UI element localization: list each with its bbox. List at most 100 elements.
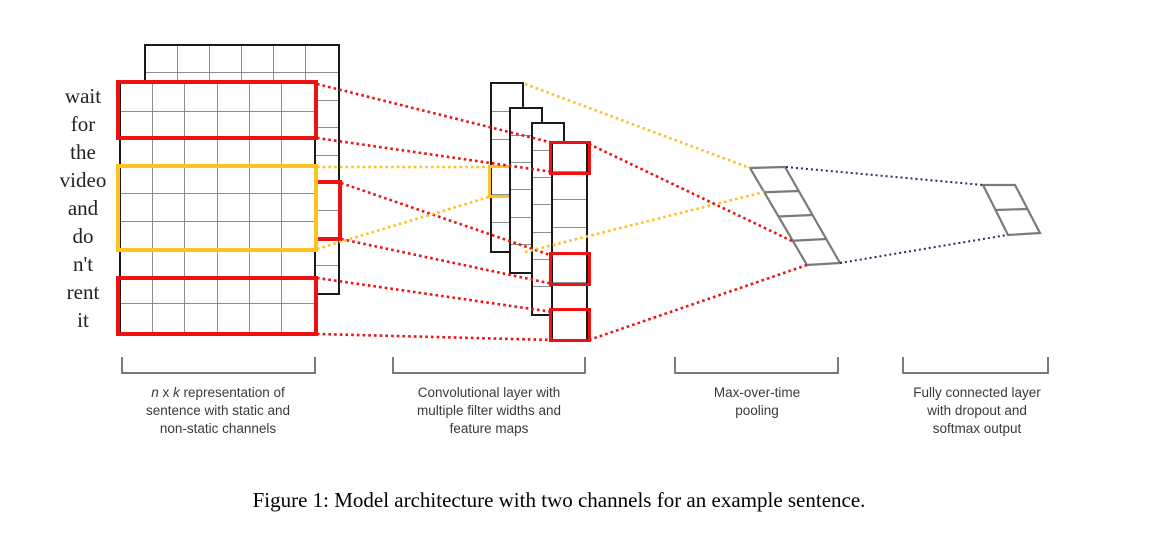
grid-cell	[121, 84, 154, 112]
section-bracket	[674, 357, 839, 374]
feature-map-cell	[533, 151, 563, 179]
grid-cell	[217, 166, 250, 195]
grid-cell	[121, 194, 154, 222]
grid-cell	[249, 84, 282, 112]
grid-cell	[249, 194, 282, 222]
feature-map-cell	[553, 283, 586, 312]
blue-connection-line	[839, 234, 1008, 264]
grid-cell	[249, 139, 282, 167]
feature-map-highlight-cell	[548, 141, 591, 175]
layer-label-line: n x k representation of	[151, 385, 285, 400]
blue-connection-line	[785, 166, 984, 186]
grid-cell	[250, 304, 282, 332]
grid-cell	[153, 139, 186, 167]
grid-cell	[153, 194, 186, 222]
red-connection-line	[316, 276, 554, 314]
layer-label-line: softmax output	[932, 421, 1022, 436]
grid-cell	[153, 249, 186, 277]
grid-cell	[185, 276, 218, 305]
grid-cell	[281, 249, 314, 277]
layer-label-line: with dropout and	[927, 403, 1027, 418]
grid-cell	[249, 276, 282, 305]
output-parallelogram	[981, 183, 1042, 237]
red-connection-line	[588, 263, 808, 342]
layer-label-input-representation: n x k representation of sentence with sta…	[68, 384, 368, 438]
feature-map-highlight-cell	[548, 308, 591, 342]
layer-label-line: feature maps	[449, 421, 529, 436]
section-bracket	[121, 357, 316, 374]
figure-caption: Figure 1: Model architecture with two ch…	[252, 488, 866, 512]
grid-cell	[153, 84, 186, 112]
grid-cell	[178, 46, 210, 74]
word-label: video	[59, 167, 107, 192]
feature-map-cell	[553, 228, 586, 256]
grid-cell	[185, 166, 218, 195]
grid-cell	[153, 276, 186, 305]
yellow-connection-line	[316, 195, 490, 251]
word-label: n't	[72, 251, 94, 276]
pooling-parallelogram-divider	[778, 213, 813, 218]
layer-label-line: Convolutional layer with	[417, 385, 561, 400]
layer-label-line: Fully connected layer	[913, 385, 1041, 400]
grid-cell	[153, 304, 186, 332]
pooling-parallelogram-divider	[764, 189, 799, 194]
grid-cell	[306, 238, 338, 266]
layer-label-line: Max-over-time	[713, 385, 801, 400]
section-bracket	[392, 357, 586, 374]
grid-cell	[185, 304, 218, 332]
grid-cell	[274, 46, 306, 74]
grid-cell	[121, 276, 154, 305]
grid-cell	[210, 46, 242, 74]
grid-cell	[217, 276, 250, 305]
word-label: for	[70, 111, 96, 136]
word-label: the	[70, 139, 96, 164]
grid-cell	[218, 304, 250, 332]
grid-cell	[185, 139, 218, 167]
grid-cell	[217, 194, 250, 222]
pooling-parallelogram	[748, 165, 842, 267]
grid-cell	[146, 46, 178, 74]
red-connection-line	[588, 142, 793, 243]
grid-cell	[121, 304, 154, 332]
grid-cell	[217, 84, 250, 112]
pooling-parallelogram-divider	[792, 237, 827, 242]
feature-map-cell	[553, 172, 586, 200]
word-label: wait	[64, 83, 102, 108]
layer-label-max-over-time-pooling: Max-over-time pooling	[607, 384, 907, 420]
grid-cell	[217, 139, 250, 167]
grid-cell	[185, 194, 218, 222]
section-bracket	[902, 357, 1049, 374]
grid-cell	[249, 249, 282, 277]
word-label: it	[77, 307, 89, 332]
grid-cell	[153, 166, 186, 195]
word-label: rent	[66, 279, 100, 304]
grid-cell	[281, 139, 314, 167]
feature-map-highlight-cell	[548, 252, 591, 287]
grid-cell	[281, 84, 314, 112]
grid-cell	[306, 46, 338, 74]
output-parallelogram-divider	[995, 207, 1028, 212]
grid-cell	[249, 166, 282, 195]
word-label: and	[67, 195, 99, 220]
red-connection-line	[316, 332, 554, 342]
grid-cell	[242, 46, 274, 74]
filter-window	[116, 164, 318, 252]
grid-cell	[185, 249, 218, 277]
layer-label-line: sentence with static and	[145, 403, 291, 418]
grid-cell	[281, 194, 314, 222]
grid-cell	[121, 139, 154, 167]
feature-map-cell	[553, 200, 586, 228]
feature-map-cell	[553, 144, 586, 172]
layer-label-convolutional-layer: Convolutional layer with multiple filter …	[339, 384, 639, 438]
grid-cell	[281, 167, 314, 195]
grid-cell	[121, 166, 154, 195]
grid-cell	[121, 249, 154, 277]
filter-window	[116, 80, 318, 140]
grid-cell	[217, 249, 250, 277]
grid-cell	[185, 84, 218, 112]
layer-label-line: multiple filter widths and	[416, 403, 562, 418]
word-label: do	[72, 223, 94, 248]
non-static-channel-grid	[119, 82, 316, 334]
layer-label-line: pooling	[735, 403, 779, 418]
